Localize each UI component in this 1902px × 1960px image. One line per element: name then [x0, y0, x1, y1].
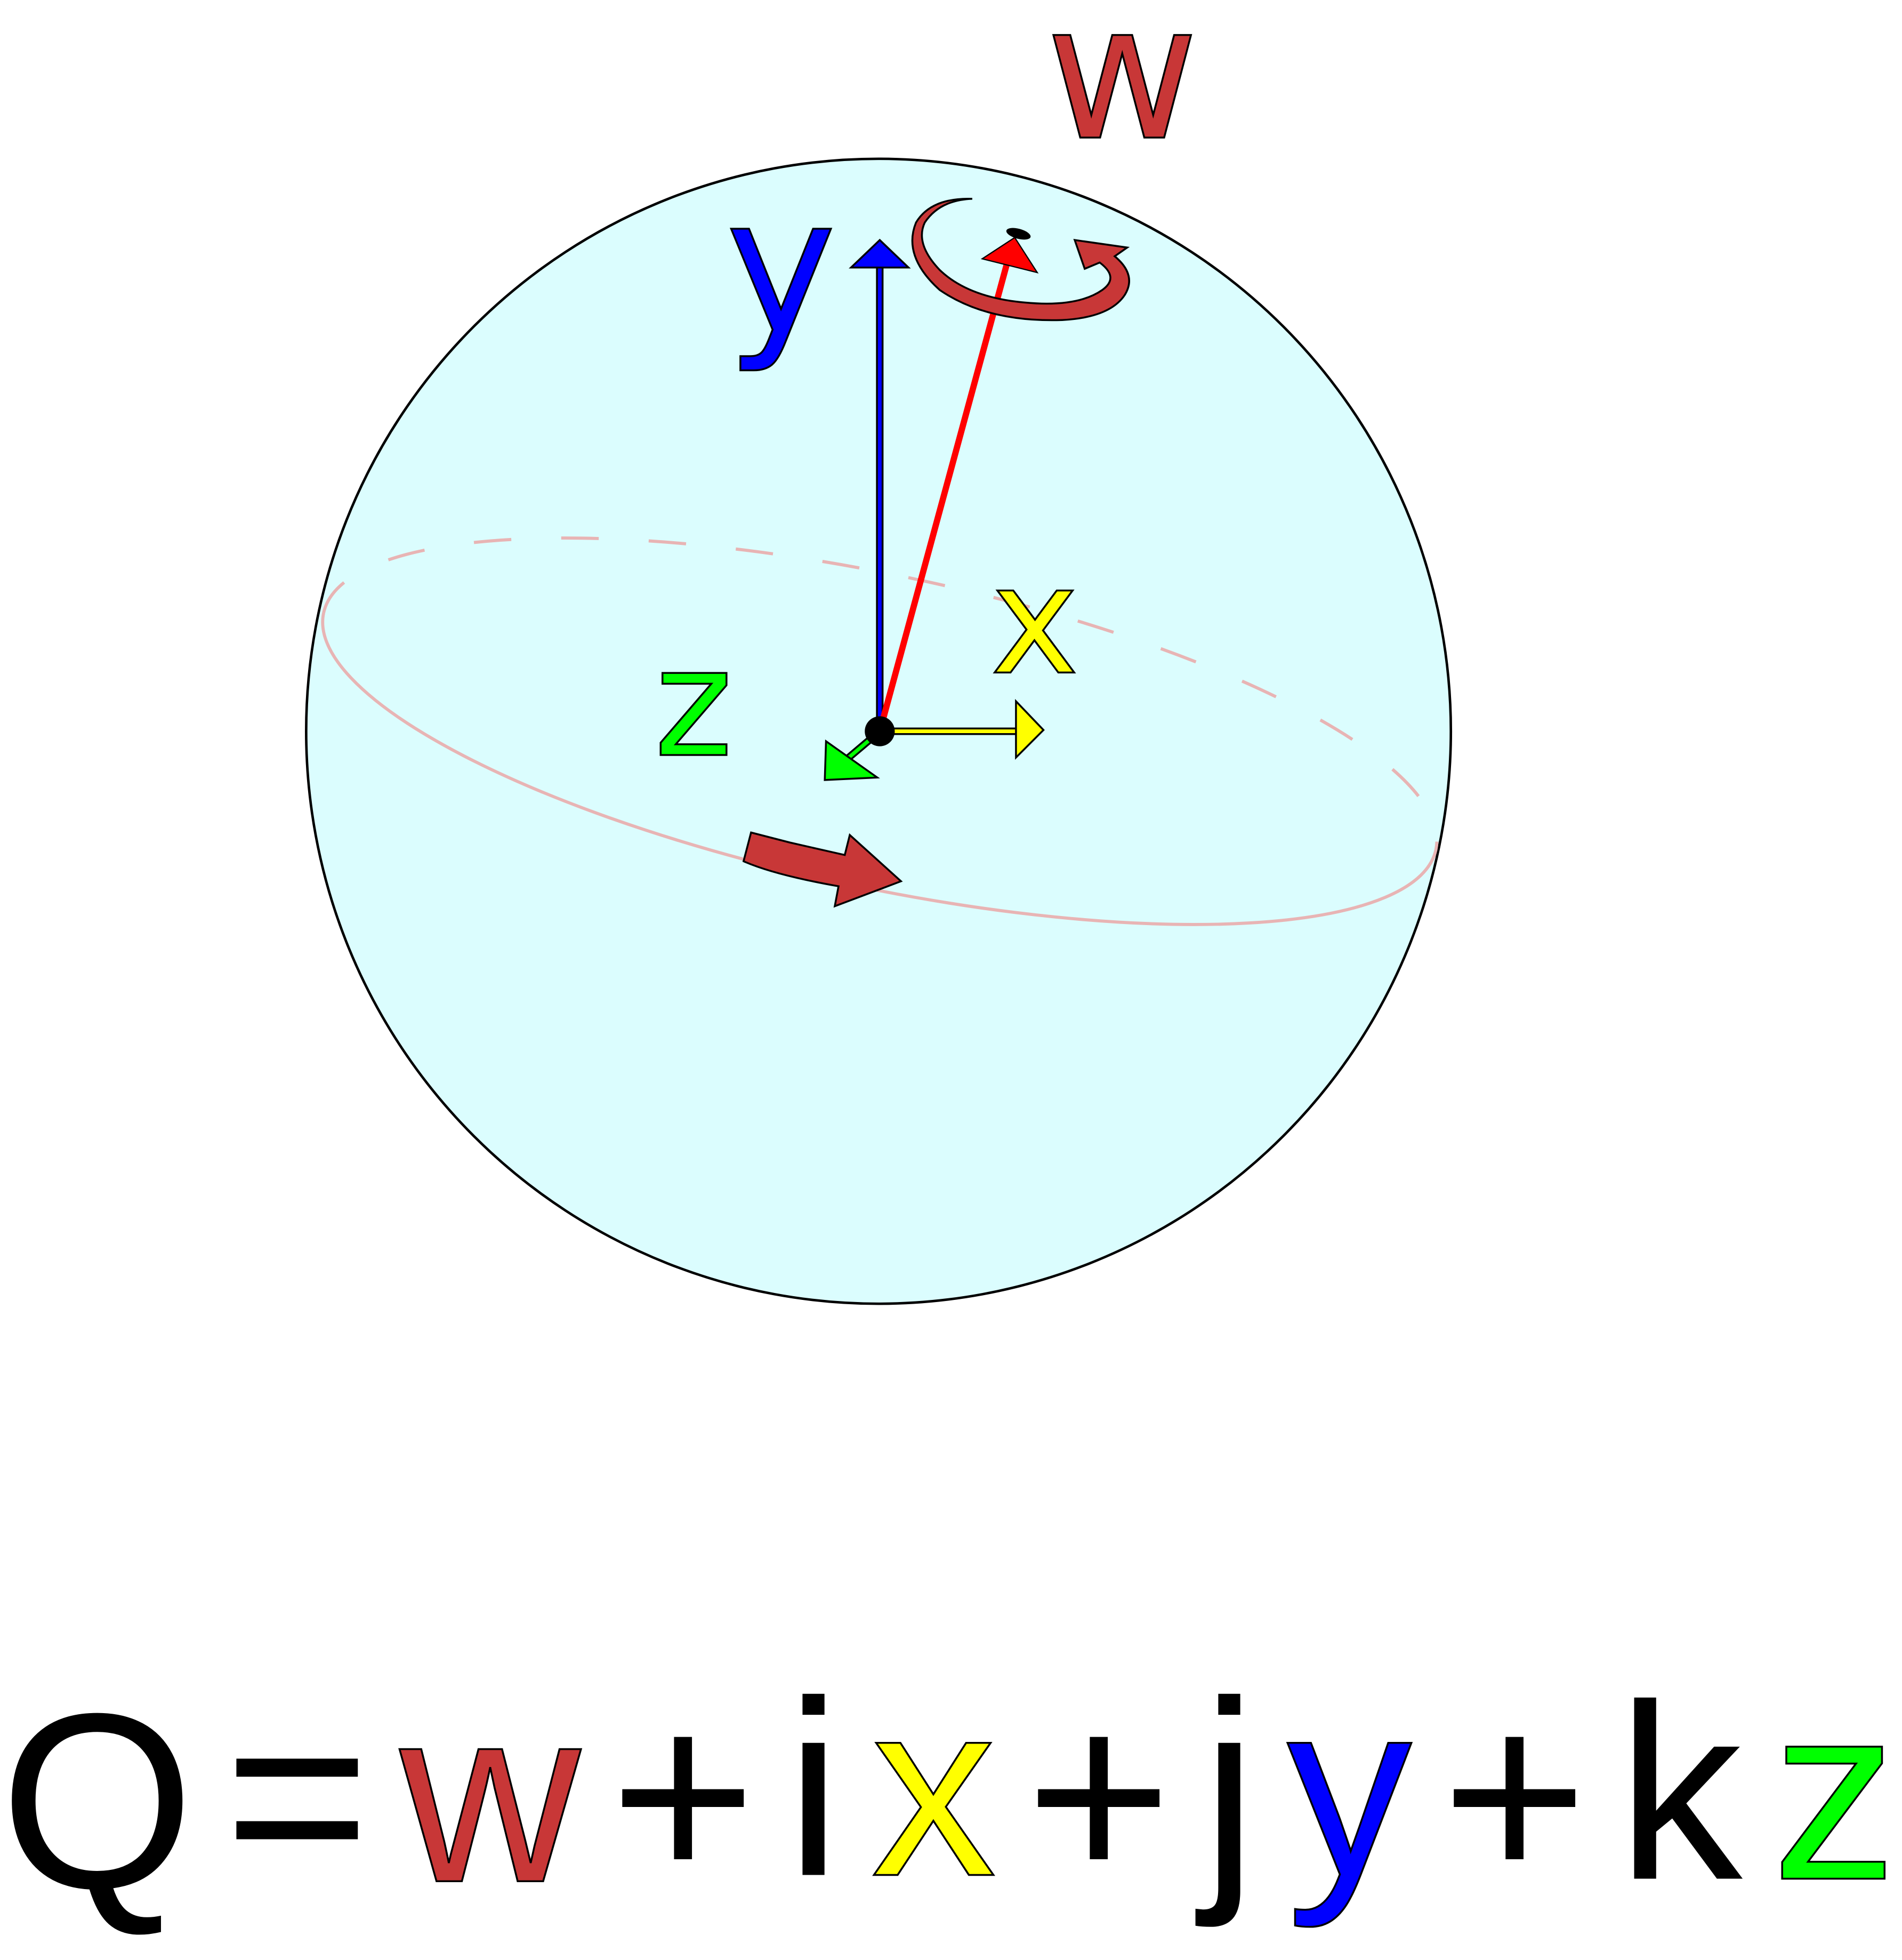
quaternion-equation: Q = w + i x + j y + k z: [0, 1649, 1898, 1941]
term-z: z: [1772, 1653, 1897, 1932]
vector-tip: [1006, 228, 1031, 240]
term-k: k: [1617, 1653, 1746, 1932]
rotation-vector-arrowhead: [980, 236, 1039, 274]
z-axis-arrowhead: [824, 739, 880, 781]
rotation-arrow-curl: [911, 198, 1130, 322]
y-axis-arrowhead: [849, 238, 911, 269]
label-z: z: [654, 616, 733, 791]
term-plus: +: [1026, 1656, 1172, 1934]
term-plus: +: [1441, 1656, 1587, 1934]
origin-point: [865, 716, 895, 746]
equator-back-dashed: [322, 536, 1439, 850]
label-x: x: [990, 534, 1079, 708]
term-plus: +: [610, 1656, 756, 1934]
term-i: i: [786, 1650, 841, 1929]
term-w: w: [396, 1656, 584, 1934]
equation-equals: =: [224, 1656, 370, 1934]
rotation-arrow-equator: [742, 831, 903, 908]
label-w: w: [1045, 0, 1199, 182]
equation-lhs: Q: [0, 1662, 195, 1941]
x-axis-arrowhead: [1015, 698, 1045, 760]
rotation-vector: [876, 261, 1011, 733]
term-y: y: [1287, 1650, 1412, 1930]
term-x: x: [871, 1650, 996, 1929]
label-y: y: [726, 157, 836, 375]
term-j: j: [1194, 1650, 1257, 1930]
